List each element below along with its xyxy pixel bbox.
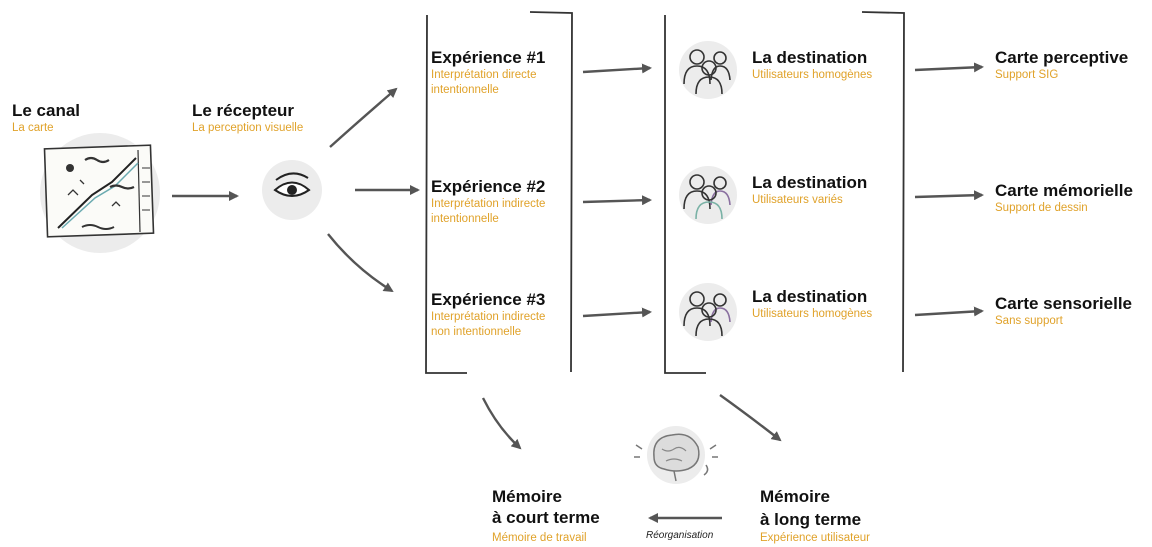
brain-icon [634, 426, 718, 484]
destination-2-subtitle: Utilisateurs variés [752, 194, 843, 206]
carte-3-subtitle: Sans support [995, 315, 1063, 327]
memoire-court-line2: à court terme [492, 508, 600, 527]
experience-bracket-left [425, 14, 467, 374]
experience-1-line2: intentionnelle [431, 84, 499, 96]
experience-3-line2: non intentionnelle [431, 326, 522, 338]
memoire-court-line1: Mémoire [492, 487, 562, 506]
map-icon [40, 133, 160, 253]
destination-1-title: La destination [752, 48, 868, 67]
experience-2-line2: intentionnelle [431, 213, 499, 225]
experience-1-line1: Interprétation directe [431, 69, 537, 81]
users-icon [679, 41, 737, 99]
experience-3-line1: Interprétation indirecte [431, 311, 546, 323]
arrow-icon [582, 307, 652, 318]
carte-1-title: Carte perceptive [995, 48, 1129, 67]
arrow-icon [719, 394, 782, 442]
arrow-icon [914, 190, 984, 201]
eye-icon [262, 160, 322, 220]
destination-bracket-right [861, 11, 905, 373]
arrow-icon [329, 87, 398, 148]
experience-2-line1: Interprétation indirecte [431, 198, 546, 210]
memoire-court-subtitle: Mémoire de travail [492, 532, 587, 544]
users-icon [679, 166, 737, 224]
arrow-icon [914, 62, 984, 73]
experience-3-title: Expérience #3 [431, 290, 546, 309]
arrow-icon [582, 63, 652, 74]
destination-1-subtitle: Utilisateurs homogènes [752, 69, 873, 81]
recepteur-title: Le récepteur [192, 101, 295, 120]
arrow-icon [327, 233, 394, 293]
memoire-long-subtitle: Expérience utilisateur [760, 532, 870, 544]
experience-1-title: Expérience #1 [431, 48, 546, 67]
carte-2-title: Carte mémorielle [995, 181, 1133, 200]
carte-2-subtitle: Support de dessin [995, 202, 1088, 214]
destination-2-title: La destination [752, 173, 868, 192]
memoire-long-line1: Mémoire [760, 487, 830, 506]
arrow-icon [582, 195, 652, 206]
users-icon [679, 283, 737, 341]
carte-3-title: Carte sensorielle [995, 294, 1133, 313]
experience-bracket-right [529, 11, 573, 373]
experience-2-title: Expérience #2 [431, 177, 546, 196]
arrow-icon [481, 397, 522, 450]
recepteur-subtitle: La perception visuelle [192, 122, 304, 134]
memoire-long-line2: à long terme [760, 510, 862, 529]
canal-subtitle: La carte [12, 122, 54, 134]
carte-1-subtitle: Support SIG [995, 69, 1059, 81]
destination-bracket-left [664, 15, 706, 374]
arrow-icon [914, 306, 984, 317]
destination-3-title: La destination [752, 287, 868, 306]
canal-title: Le canal [12, 101, 81, 120]
destination-3-subtitle: Utilisateurs homogènes [752, 308, 873, 320]
reorganisation-label: Réorganisation [646, 530, 714, 541]
